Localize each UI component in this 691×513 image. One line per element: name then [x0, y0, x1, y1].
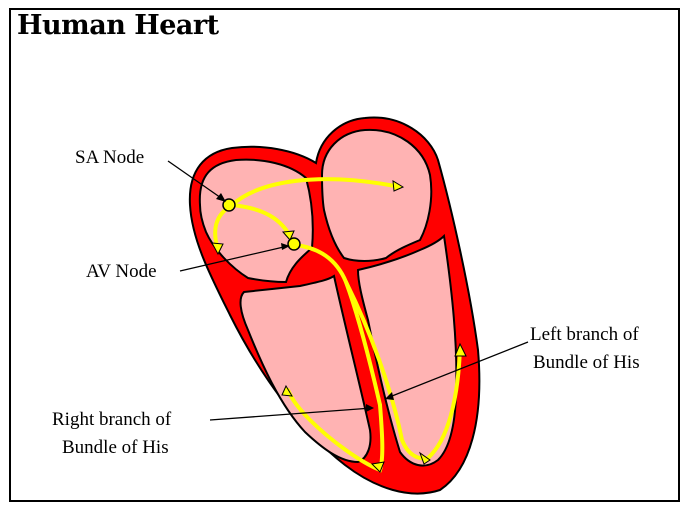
left-branch-label-line2: Bundle of His	[533, 352, 640, 373]
arrowhead	[370, 461, 385, 473]
right-branch-leader	[209, 407, 373, 421]
arrowhead	[366, 404, 374, 412]
right-ventricle	[239, 274, 372, 464]
sa-to-la-path	[230, 177, 397, 207]
arrowhead	[385, 392, 394, 400]
arrowhead	[281, 230, 295, 241]
arrowhead	[216, 193, 226, 202]
sa-node-leader	[167, 160, 225, 201]
conduction-pathways	[213, 177, 462, 473]
left-branch-leader	[386, 341, 529, 399]
right-branch-label-line1: Right branch of	[52, 409, 172, 430]
arrowhead	[418, 451, 431, 465]
arrowhead	[454, 342, 467, 357]
arrowhead	[211, 242, 224, 256]
leader-lines	[167, 160, 529, 421]
arrowhead	[281, 384, 293, 397]
av-node-label: AV Node	[86, 261, 157, 282]
av-node-leader	[179, 245, 289, 272]
conduction-arrowheads	[211, 180, 467, 473]
left-branch-label-line1: Left branch of	[530, 324, 639, 345]
left-atrium	[320, 128, 433, 262]
right-branch-path	[286, 388, 385, 473]
av-node-marker	[287, 237, 301, 251]
sa-node-label: SA Node	[75, 147, 144, 168]
diagram-title: Human Heart	[17, 10, 219, 41]
arrowhead	[392, 180, 405, 192]
arrowhead	[281, 243, 290, 250]
left-branch-path	[344, 280, 462, 461]
right-branch-label-line2: Bundle of His	[62, 437, 169, 458]
right-atrium	[198, 158, 314, 284]
leader-arrowheads	[216, 193, 394, 412]
